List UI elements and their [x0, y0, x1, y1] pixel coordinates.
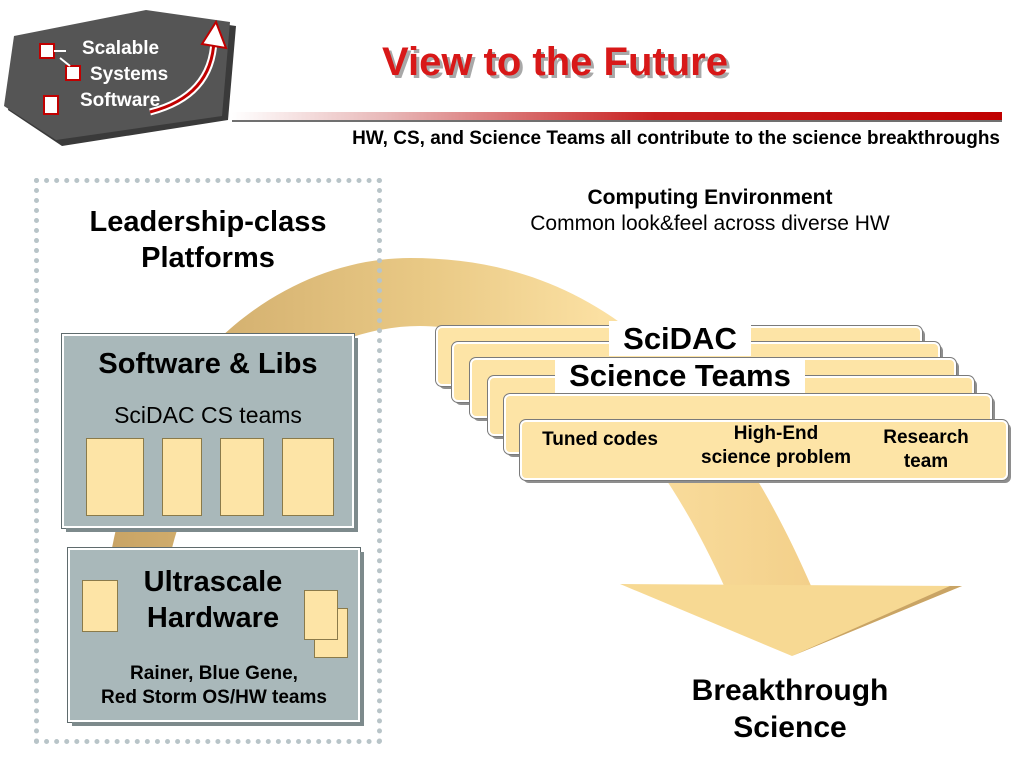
- hardware-block: [82, 580, 118, 632]
- page-title: View to the Future: [382, 40, 728, 84]
- leadership-line-2: Platforms: [141, 242, 275, 274]
- hardware-block-front: [304, 590, 338, 640]
- software-lib-block: [162, 438, 202, 516]
- breakthrough-line-1: Breakthrough: [691, 674, 889, 707]
- ultrascale-hardware-title: Ultrascale Hardware: [118, 564, 308, 636]
- breakthrough-line-2: Science: [733, 711, 847, 744]
- scidac-line-2: Science Teams: [555, 358, 805, 393]
- title-rule: [232, 112, 1002, 122]
- hardware-teams-line-2: Red Storm OS/HW teams: [101, 687, 327, 708]
- science-item-research-team: Research team: [883, 427, 969, 472]
- logo: [4, 10, 236, 146]
- computing-environment-title: Computing Environment: [587, 186, 833, 209]
- hardware-teams-line-1: Rainer, Blue Gene,: [130, 663, 298, 684]
- science-team-card-front: [520, 420, 1008, 480]
- software-libs-title: Software & Libs: [98, 348, 318, 380]
- computing-environment-subtitle: Common look&feel across diverse HW: [530, 212, 890, 235]
- ultrascale-hardware-box: [68, 548, 360, 722]
- page-subtitle: HW, CS, and Science Teams all contribute…: [352, 128, 1000, 149]
- logo-line-2: Systems: [90, 64, 168, 85]
- scidac-science-teams-label: SciDAC Science Teams: [540, 320, 820, 394]
- logo-line-1: Scalable: [82, 38, 159, 59]
- scidac-line-1: SciDAC: [609, 321, 751, 356]
- software-libs-subtitle: SciDAC CS teams: [114, 402, 302, 428]
- science-item-tuned-codes: Tuned codes: [542, 429, 658, 450]
- leadership-platforms-title: Leadership-class Platforms: [40, 204, 376, 276]
- leadership-platforms-group: [34, 178, 382, 744]
- software-lib-block: [86, 438, 144, 516]
- logo-line-3: Software: [80, 90, 160, 111]
- logo-text: Scalable Systems Software: [80, 38, 168, 111]
- software-lib-block: [220, 438, 264, 516]
- software-lib-block: [282, 438, 334, 516]
- leadership-line-1: Leadership-class: [89, 206, 327, 238]
- breakthrough-science-label: Breakthrough Science: [650, 672, 930, 746]
- science-item-high-end-problem: High-End science problem: [701, 423, 851, 468]
- hardware-line-2: Hardware: [146, 602, 280, 634]
- hardware-teams: Rainer, Blue Gene, Red Storm OS/HW teams: [68, 662, 360, 710]
- hardware-line-1: Ultrascale: [143, 566, 283, 598]
